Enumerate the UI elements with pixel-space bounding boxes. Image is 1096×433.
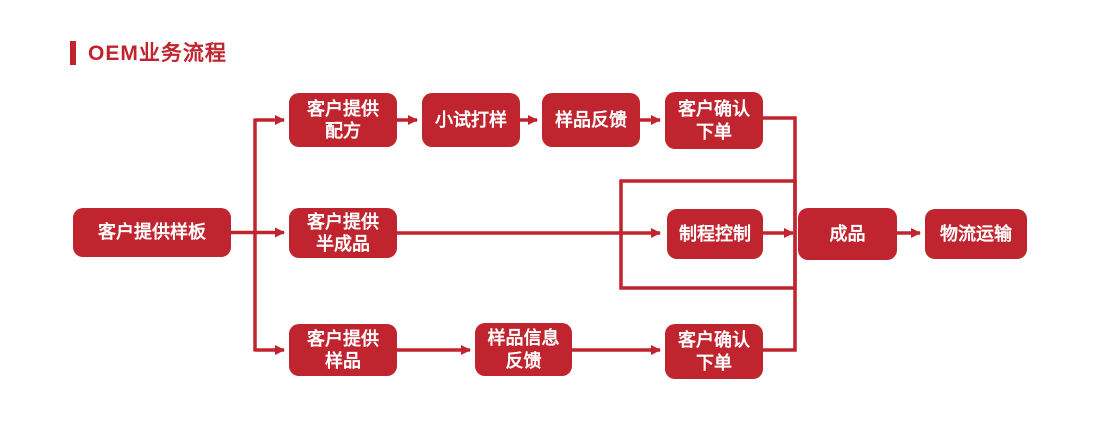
node-sample-info-feedback: 样品信息 反馈 [475,323,572,376]
node-finished-product: 成品 [798,208,897,260]
node-customer-recipe: 客户提供 配方 [289,93,397,147]
node-sample-feedback: 样品反馈 [542,93,640,147]
node-customer-sample: 客户提供 样品 [289,324,397,376]
node-process-control: 制程控制 [667,209,763,259]
node-customer-semi-finished: 客户提供 半成品 [289,208,397,258]
section-title-row: OEM业务流程 [70,41,227,65]
title-accent-bar-icon [70,41,76,65]
page-title: OEM业务流程 [88,41,227,65]
node-customer-confirm-order-bottom: 客户确认 下单 [665,324,763,379]
node-trial-proofing: 小试打样 [422,93,520,147]
node-customer-sample-board: 客户提供样板 [73,208,231,257]
node-logistics-transport: 物流运输 [925,209,1027,259]
node-customer-confirm-order-top: 客户确认 下单 [665,92,763,149]
